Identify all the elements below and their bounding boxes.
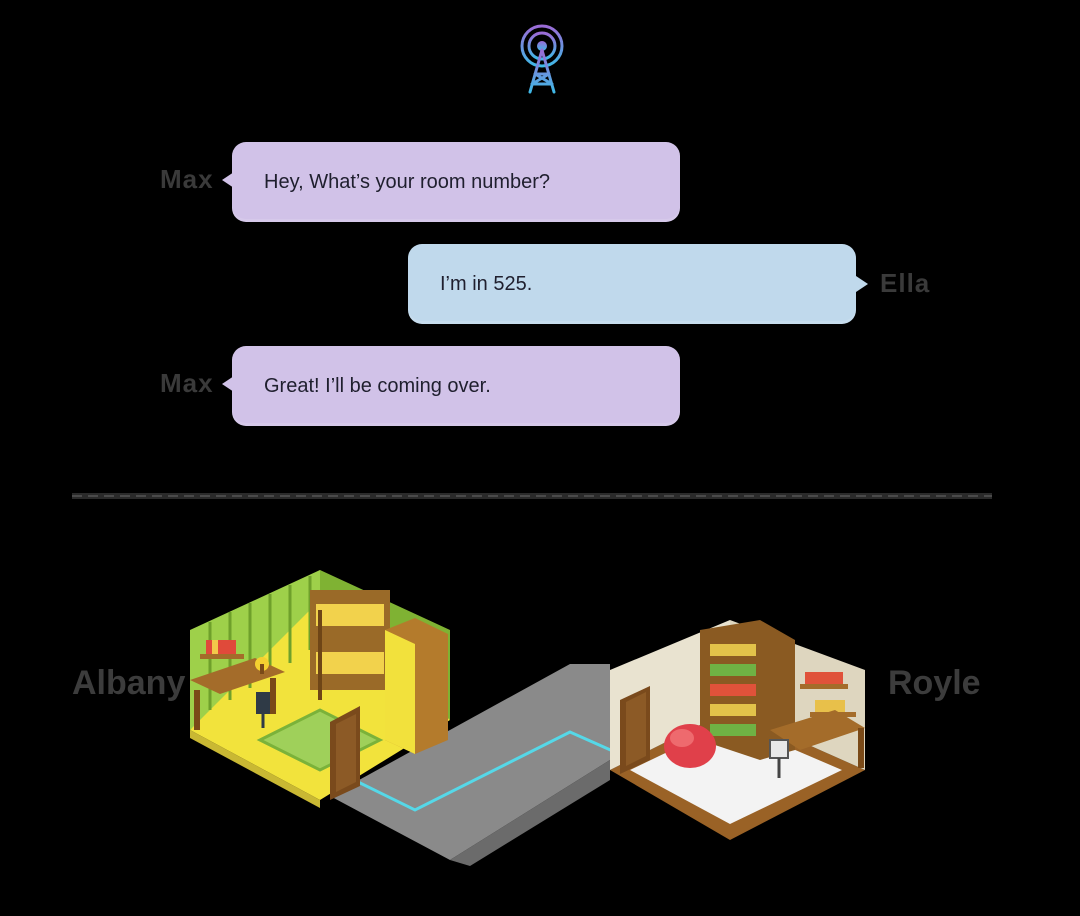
room-albany bbox=[190, 570, 450, 808]
chat-bubble: I’m in 525. bbox=[408, 244, 856, 324]
section-divider bbox=[72, 493, 992, 499]
bubble-tail bbox=[222, 172, 234, 188]
road bbox=[330, 664, 610, 860]
speaker-label: Max bbox=[160, 164, 214, 194]
message-text: Hey, What’s your room number? bbox=[264, 170, 551, 193]
message-text: I’m in 525. bbox=[440, 272, 533, 295]
room-label-left: Albany bbox=[72, 664, 186, 702]
message-text: Great! I’ll be coming over. bbox=[264, 374, 491, 397]
isometric-rooms-scene bbox=[190, 570, 865, 866]
room-royle bbox=[610, 620, 865, 840]
bubble-tail bbox=[856, 276, 868, 292]
room-label-right: Royle bbox=[888, 664, 981, 702]
speaker-label: Ella bbox=[880, 268, 931, 298]
chat-bubble: Hey, What’s your room number? bbox=[232, 142, 680, 222]
antenna-tower-icon bbox=[520, 24, 564, 94]
speaker-label: Max bbox=[160, 368, 214, 398]
walking-path bbox=[349, 730, 616, 812]
chat-bubble: Great! I’ll be coming over. bbox=[232, 346, 680, 426]
bubble-tail bbox=[222, 376, 234, 392]
road-shadow bbox=[450, 760, 610, 866]
